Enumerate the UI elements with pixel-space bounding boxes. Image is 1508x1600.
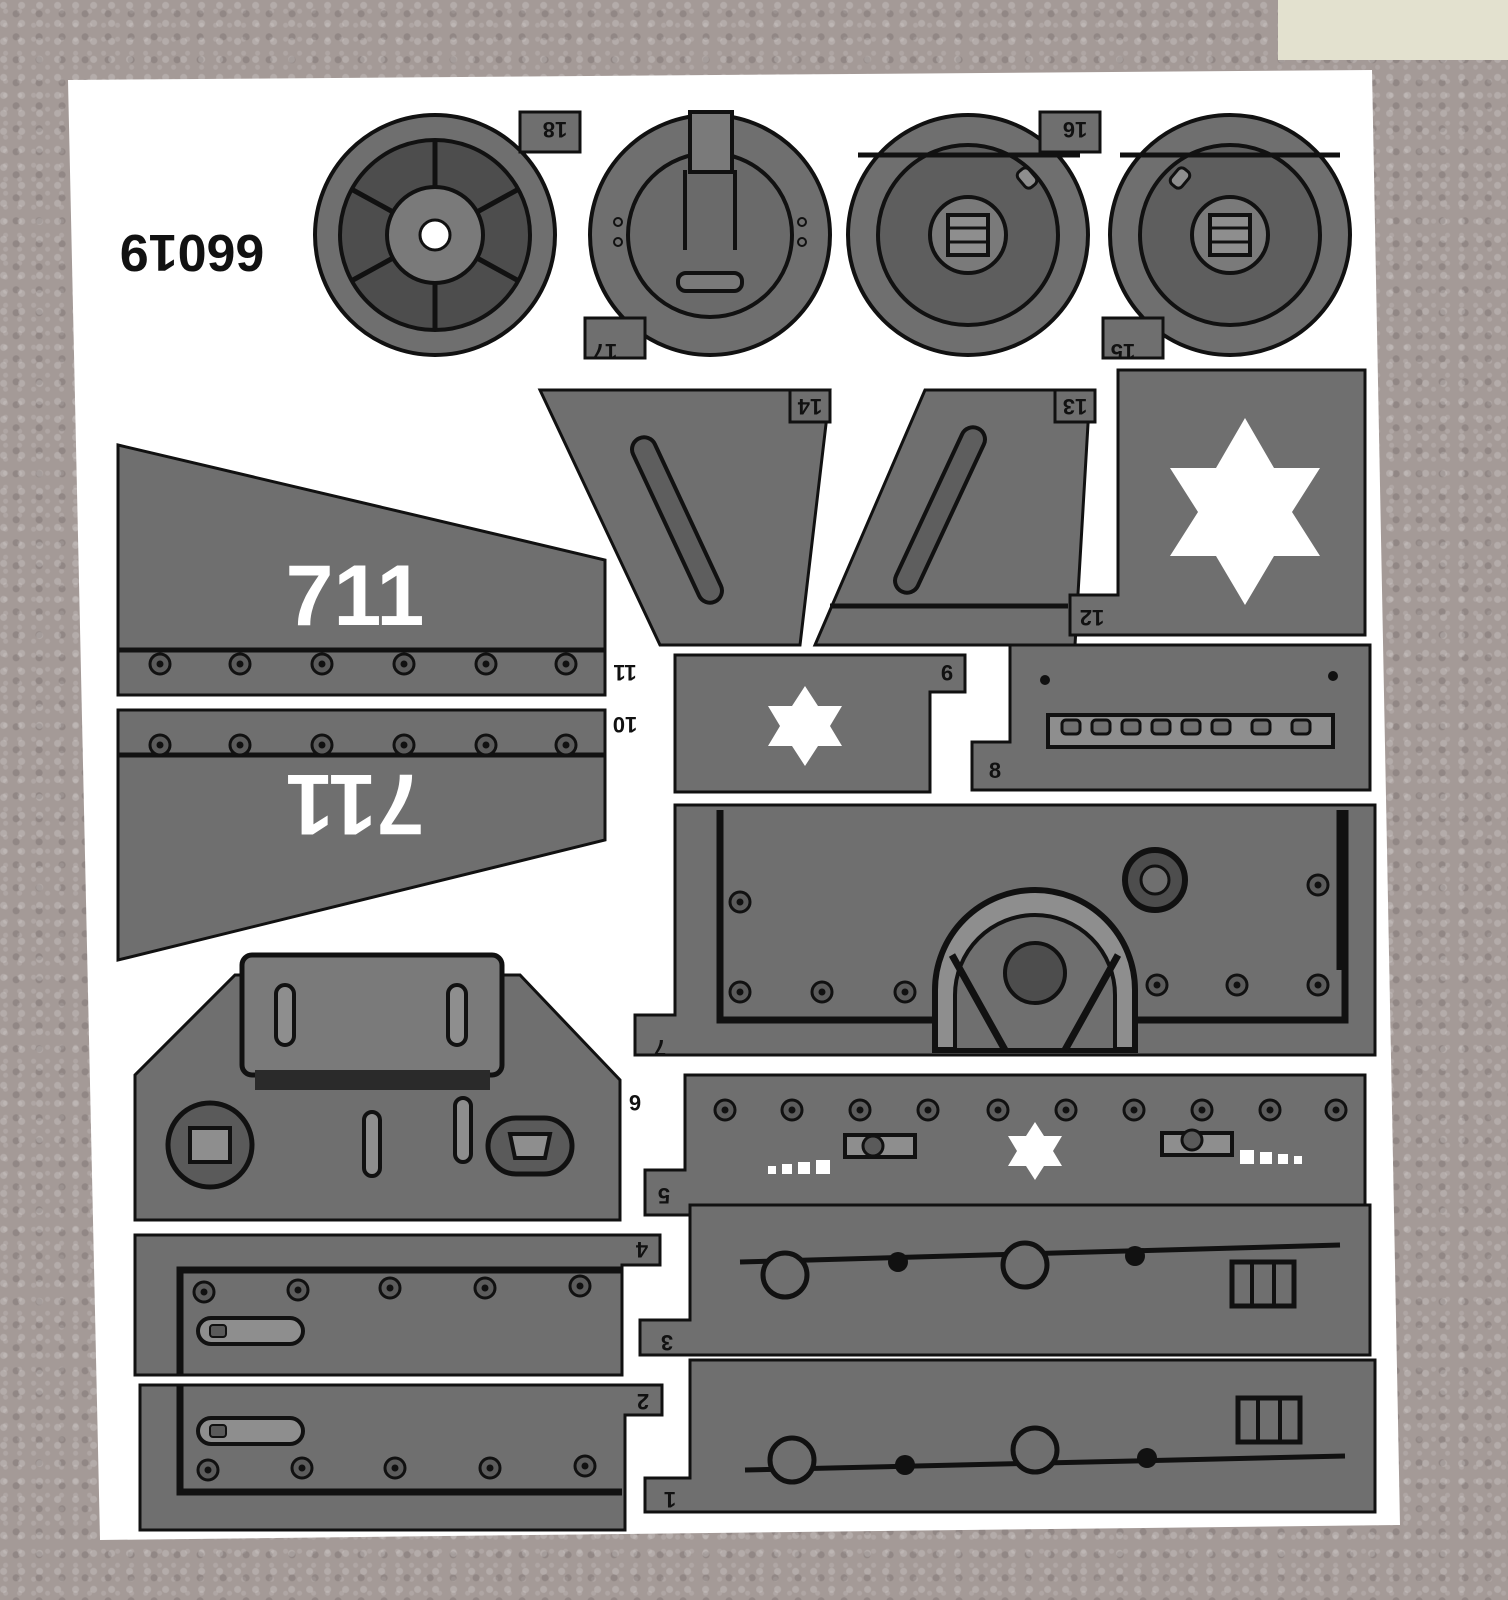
part-number-18: 18 (543, 117, 567, 142)
part-number-7: 7 (654, 1035, 666, 1060)
sticker-7: 7 (633, 803, 1377, 1060)
part-number-11: 11 (613, 660, 636, 685)
star-of-david-icon-small (768, 686, 842, 766)
sticker-11: 711 11 (116, 443, 637, 697)
sheet-code: 66019 (120, 223, 265, 281)
star-of-david-icon (1170, 418, 1320, 605)
sticker-17: 17 (583, 110, 832, 364)
paper-edge (1278, 0, 1508, 60)
sticker-18: 18 (313, 110, 582, 357)
part-number-13: 13 (1063, 394, 1087, 419)
sticker-6: 6 (133, 952, 641, 1222)
part-number-3: 3 (661, 1330, 673, 1355)
sticker-15: 15 (1101, 113, 1352, 364)
sticker-10: 711 10 (116, 708, 637, 962)
sticker-12: 12 (1068, 368, 1367, 637)
number-marking-711-upper: 711 (286, 548, 425, 644)
sticker-9: 9 (673, 653, 967, 794)
part-number-8: 8 (989, 758, 1001, 783)
sticker-8: 8 (970, 643, 1372, 792)
number-marking-711-lower: 711 (286, 756, 425, 852)
part-number-17: 17 (593, 339, 617, 364)
star-of-david-icon-tiny (1008, 1122, 1062, 1180)
part-number-15: 15 (1111, 339, 1135, 364)
part-number-10: 10 (613, 712, 637, 737)
sticker-3: 3 (638, 1203, 1372, 1357)
part-number-5: 5 (658, 1183, 670, 1208)
sticker-4: 4 (133, 1233, 662, 1377)
part-number-16: 16 (1063, 117, 1087, 142)
sticker-5: 5 (643, 1073, 1367, 1217)
sticker-1: 1 (643, 1358, 1377, 1514)
part-number-9: 9 (941, 660, 953, 685)
sticker-16: 16 (846, 110, 1102, 357)
part-number-2: 2 (637, 1389, 649, 1414)
sticker-13: 13 (812, 388, 1097, 647)
part-number-6: 6 (629, 1090, 641, 1115)
part-number-12: 12 (1080, 605, 1104, 630)
part-number-14: 14 (797, 394, 822, 419)
part-number-4: 4 (635, 1237, 648, 1262)
sticker-2: 2 (138, 1383, 664, 1532)
part-number-1: 1 (664, 1487, 676, 1512)
sticker-14: 14 (537, 388, 832, 647)
